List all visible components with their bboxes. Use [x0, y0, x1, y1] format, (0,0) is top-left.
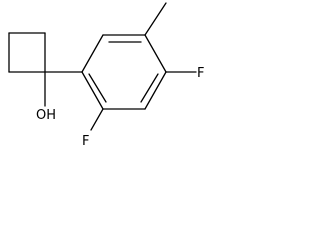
chemical-structure-diagram: OH F F: [8, 2, 204, 149]
methyl-bond: [144, 2, 167, 36]
ring-bond: [81, 34, 104, 73]
fluorine-label-para: F: [197, 66, 204, 81]
ring-bond: [81, 71, 104, 110]
benzene-ring: [81, 34, 167, 110]
hydroxyl-label: OH: [36, 108, 56, 123]
ring-bond: [144, 34, 167, 73]
cyclobutane-ring: [8, 32, 46, 73]
fluorine-label-ortho: F: [82, 134, 89, 149]
fluorine-bond-ortho: [90, 108, 104, 131]
ring-bond: [144, 71, 167, 110]
double-bond-inner: [140, 73, 159, 103]
double-bond-inner: [88, 73, 107, 103]
